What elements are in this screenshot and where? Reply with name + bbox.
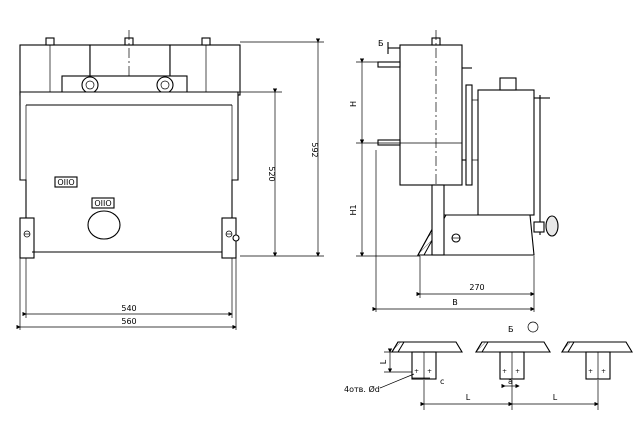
pivot-left bbox=[81, 76, 99, 94]
dim-b: B bbox=[452, 298, 458, 307]
front-body bbox=[19, 91, 239, 253]
svg-text:+: + bbox=[502, 368, 507, 375]
detail-title: Б bbox=[508, 325, 514, 334]
detail-view: Б ++ ++ ++ L bbox=[344, 321, 633, 410]
dim-592: 592 bbox=[310, 142, 319, 157]
side-view: Б H H1 bbox=[349, 30, 559, 312]
front-view: OIIO OIIO 540 560 520 592 bbox=[16, 30, 324, 330]
pivot-right bbox=[156, 76, 174, 94]
nameplate-1 bbox=[54, 176, 78, 188]
side-handwheel bbox=[545, 215, 559, 237]
foot-left bbox=[19, 217, 35, 259]
round-window bbox=[87, 210, 121, 240]
detail-label-holes: 4отв. Ød bbox=[344, 384, 380, 394]
nameplate-2 bbox=[91, 197, 115, 209]
detail-label-spacing-1: L bbox=[466, 393, 471, 402]
detail-foot-1: ++ bbox=[391, 341, 463, 380]
svg-text:+: + bbox=[601, 368, 606, 375]
svg-text:+: + bbox=[427, 368, 432, 375]
svg-text:+: + bbox=[515, 368, 520, 375]
detail-label-c: c bbox=[440, 377, 444, 386]
label-h1: H1 bbox=[349, 204, 358, 215]
dim-270: 270 bbox=[469, 283, 484, 292]
detail-foot-3: ++ bbox=[561, 341, 633, 380]
svg-text:+: + bbox=[588, 368, 593, 375]
nameplate-2-text: OIIO bbox=[94, 199, 111, 208]
nameplate-1-text: OIIO bbox=[57, 178, 74, 187]
svg-text:+: + bbox=[414, 368, 419, 375]
detail-label-a: a bbox=[508, 377, 513, 386]
dim-560: 560 bbox=[121, 317, 136, 326]
side-arc-chamber bbox=[477, 89, 535, 216]
label-h: H bbox=[349, 101, 358, 107]
detail-label-l: L bbox=[379, 359, 388, 364]
dim-520: 520 bbox=[267, 166, 276, 181]
section-mark-b: Б bbox=[378, 39, 384, 48]
detail-label-spacing-2: L bbox=[553, 393, 558, 402]
side-coil-block bbox=[399, 44, 463, 186]
dim-540: 540 bbox=[121, 304, 136, 313]
detail-foot-2: ++ bbox=[475, 341, 551, 380]
